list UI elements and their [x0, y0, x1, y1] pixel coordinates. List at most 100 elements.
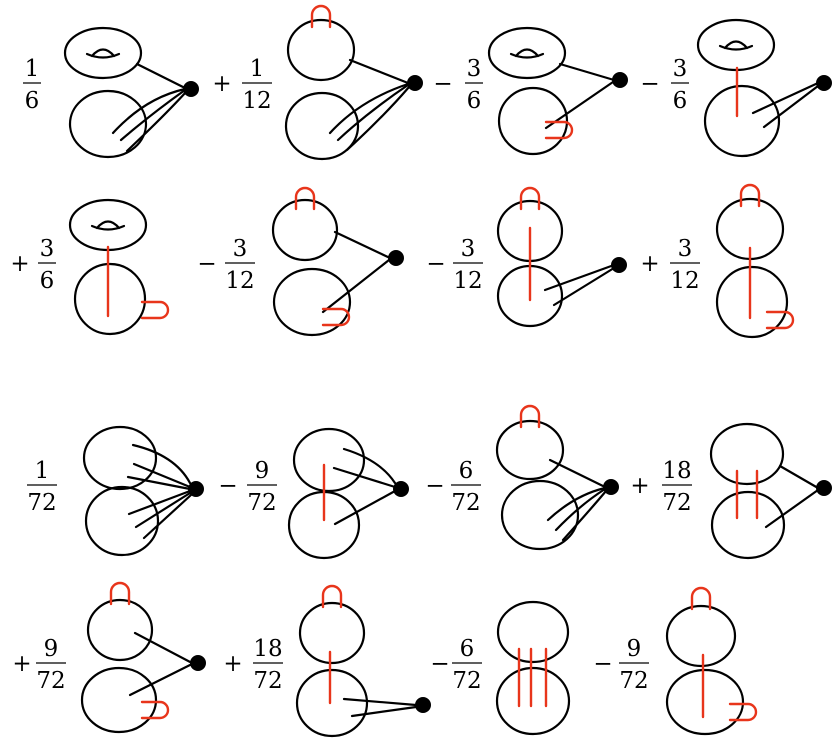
coefficient-denominator: 6: [673, 88, 688, 114]
graph-t16: [665, 586, 758, 736]
curved-edge: [125, 90, 188, 153]
coefficient-t7: −312: [426, 236, 483, 294]
coefficient-numerator: 6: [460, 636, 475, 662]
loop-ellipse: [709, 422, 785, 486]
loop-ellipse: [298, 601, 366, 665]
coefficient-t9: 172: [27, 458, 57, 516]
coefficient-numerator: 3: [461, 236, 476, 262]
loop-ellipse: [703, 84, 781, 158]
self-loop-propagator: [519, 404, 541, 429]
loop-ellipse: [495, 666, 571, 736]
self-loop-propagator: [728, 702, 758, 722]
edge: [132, 462, 192, 489]
torus-hole-lower: [85, 52, 121, 59]
coefficient-denominator: 12: [670, 268, 699, 294]
graph-t1: [63, 26, 199, 159]
curved-edge: [345, 85, 411, 152]
coefficient-denominator: 72: [619, 668, 648, 694]
self-loop-propagator: [109, 581, 131, 606]
torus-hole-lower: [90, 224, 126, 231]
edge: [764, 488, 820, 529]
coefficient-numerator: 9: [255, 458, 270, 484]
coefficient-numerator: 9: [627, 636, 642, 662]
graph-t8: [715, 183, 795, 339]
graph-t15: [495, 600, 571, 736]
coefficient-sign: −: [593, 651, 612, 677]
coefficient-denominator: 72: [452, 668, 481, 694]
edge: [127, 489, 192, 516]
loop-ellipse: [497, 86, 569, 156]
graph-t13: [80, 581, 206, 734]
self-loop-propagator: [519, 186, 541, 211]
coefficient-t5: +36: [10, 236, 56, 294]
vertex-dot: [388, 250, 404, 266]
coefficient-sign: +: [640, 251, 659, 277]
coefficient-denominator: 12: [242, 88, 271, 114]
curved-edge: [328, 82, 410, 135]
loop-ellipse: [86, 598, 154, 662]
edge: [133, 631, 194, 665]
edge: [552, 266, 616, 307]
self-loop-propagator: [321, 307, 351, 327]
loop-ellipse: [80, 666, 158, 734]
coefficient-numerator: 18: [253, 636, 282, 662]
graph-t9: [82, 425, 204, 557]
curved-edge: [142, 493, 193, 540]
edge: [778, 464, 820, 490]
edge: [544, 80, 615, 130]
self-loop-propagator: [321, 584, 343, 609]
coefficient-t8: +3 12: [640, 236, 700, 294]
vertex-dot: [611, 257, 627, 273]
coefficient-t11: −672: [425, 458, 481, 516]
coefficient-numerator: 18: [662, 458, 691, 484]
graph-t7: [496, 186, 627, 328]
coefficient-numerator: 3: [40, 236, 55, 262]
loop-ellipse: [496, 600, 570, 664]
loop-ellipse: [665, 668, 745, 736]
coefficient-numerator: 9: [44, 636, 59, 662]
coefficient-sign: −: [433, 71, 452, 97]
loop-ellipse: [500, 479, 580, 551]
curved-edge: [561, 489, 608, 542]
graph-t14: [295, 584, 431, 738]
coefficient-denominator: 6: [25, 88, 40, 114]
graphs: [63, 4, 832, 738]
torus-outline: [696, 18, 776, 72]
coefficient-numerator: 1: [35, 458, 50, 484]
torus-hole-upper: [723, 40, 749, 50]
coefficient-t10: −972: [218, 458, 277, 516]
coefficient-sign: +: [12, 651, 31, 677]
loop-ellipse: [284, 91, 360, 161]
loop-ellipse: [271, 198, 339, 262]
coefficients: 16+112−36−36+36−312−312+312172−972−672+1…: [10, 56, 700, 694]
coefficient-denominator: 72: [27, 490, 56, 516]
torus-hole-lower: [509, 52, 545, 59]
coefficient-numerator: 6: [459, 458, 474, 484]
coefficient-numerator: 3: [467, 56, 482, 82]
coefficient-denominator: 72: [451, 490, 480, 516]
edge: [134, 491, 192, 529]
coefficient-numerator: 3: [678, 236, 693, 262]
coefficient-sign: −: [197, 251, 216, 277]
self-loop-propagator: [294, 186, 316, 211]
coefficient-sign: +: [10, 251, 29, 277]
graph-t5: [68, 198, 170, 336]
loop-ellipse: [292, 427, 366, 493]
vertex-dot: [188, 481, 204, 497]
edge: [342, 697, 418, 707]
coefficient-sign: −: [426, 251, 445, 277]
torus-outline: [487, 26, 567, 80]
edge: [751, 81, 820, 115]
self-loop-propagator: [739, 183, 761, 208]
loop-ellipse: [286, 18, 356, 82]
graph-t2: [284, 4, 423, 161]
coefficient-sign: +: [223, 651, 242, 677]
loop-ellipse: [715, 265, 789, 339]
edge: [333, 489, 397, 526]
curved-edge: [111, 87, 187, 135]
coefficient-numerator: 3: [233, 236, 248, 262]
vertex-dot: [415, 697, 431, 713]
